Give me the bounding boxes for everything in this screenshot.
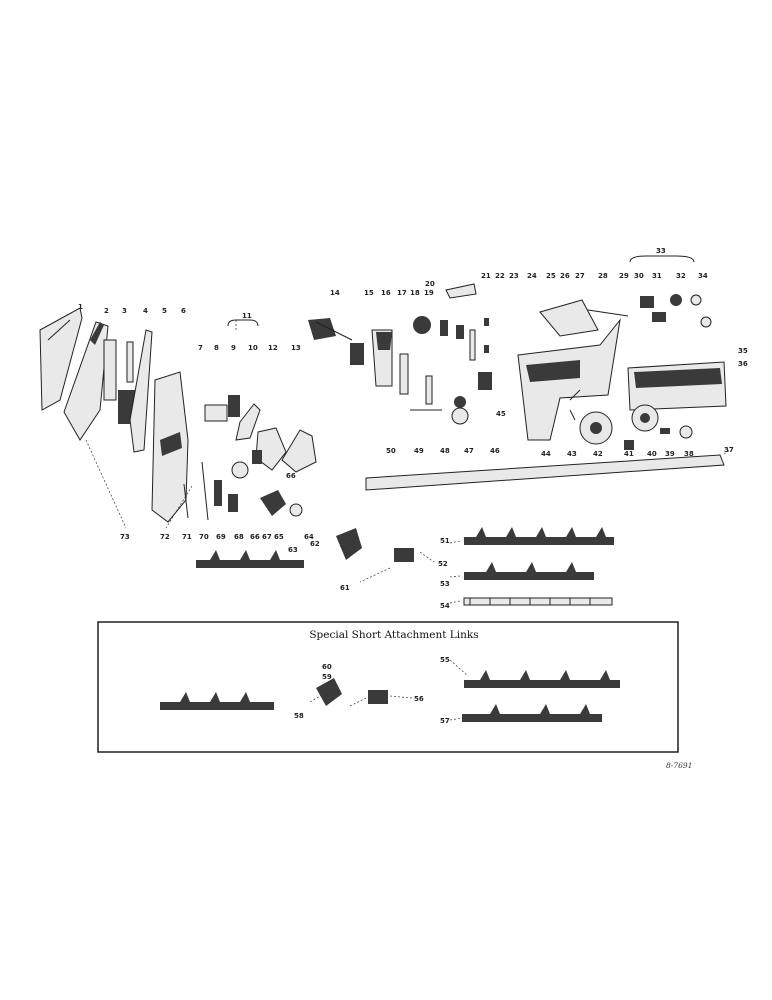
callout-label: 66 [286, 472, 296, 480]
callout-label: 4 [143, 307, 148, 315]
callout-label: 41 [624, 450, 634, 458]
callout-label: 60 [322, 663, 332, 671]
callout-label: 21 [481, 272, 491, 280]
callout-label: 47 [464, 447, 474, 455]
callout-label: 40 [647, 450, 657, 458]
callout-label: 64 [304, 533, 314, 541]
callout-label: 18 [410, 289, 420, 297]
callout-label: 8 [214, 344, 219, 352]
callout-label: 2 [104, 307, 109, 315]
callout-label: 66 [250, 533, 260, 541]
callout-label: 10 [248, 344, 258, 352]
callout-labels: 1 2 3 4 5 6 7 8 9 10 11 12 13 14 15 16 1… [78, 247, 748, 610]
callout-label: 63 [288, 546, 298, 554]
callout-label: 44 [541, 450, 551, 458]
callout-label: 38 [684, 450, 694, 458]
right-housing-parts [365, 294, 727, 491]
callout-label: 45 [496, 410, 506, 418]
callout-label: 19 [424, 289, 434, 297]
callout-label: 28 [598, 272, 608, 280]
callout-label: 67 [262, 533, 272, 541]
callout-label: 15 [364, 289, 374, 297]
callout-label: 52 [438, 560, 448, 568]
callout-label: 54 [440, 602, 450, 610]
callout-label: 14 [330, 289, 340, 297]
callout-label: 61 [340, 584, 350, 592]
callout-label: 5 [162, 307, 167, 315]
left-frame-parts [39, 307, 317, 523]
callout-label: 25 [546, 272, 556, 280]
callout-label: 70 [199, 533, 209, 541]
inset-panel: Special Short Attachment Links 60 59 58 … [97, 621, 679, 753]
callout-label: 6 [181, 307, 186, 315]
callout-label: 13 [291, 344, 301, 352]
callout-label: 26 [560, 272, 570, 280]
callout-label: 42 [593, 450, 603, 458]
callout-label: 16 [381, 289, 391, 297]
chain-63 [196, 550, 304, 568]
callout-label: 30 [634, 272, 644, 280]
callout-label: 50 [386, 447, 396, 455]
callout-label: 53 [440, 580, 450, 588]
chain-54 [463, 597, 613, 606]
bottom-left-parts [183, 461, 303, 521]
callout-label: 57 [440, 717, 450, 725]
callout-label: 49 [414, 447, 424, 455]
callout-label: 29 [619, 272, 629, 280]
callout-label: 24 [527, 272, 537, 280]
callout-label: 46 [490, 447, 500, 455]
callout-label: 34 [698, 272, 708, 280]
callout-label: 73 [120, 533, 130, 541]
callout-label: 72 [160, 533, 170, 541]
callout-label: 69 [216, 533, 226, 541]
callout-label: 20 [425, 280, 435, 288]
callout-label: 71 [182, 533, 192, 541]
callout-label: 48 [440, 447, 450, 455]
callout-label: 12 [268, 344, 278, 352]
callout-label: 43 [567, 450, 577, 458]
inset-title: Special Short Attachment Links [309, 629, 478, 641]
chain-53 [464, 562, 594, 580]
callout-label: 9 [231, 344, 236, 352]
callout-label: 39 [665, 450, 675, 458]
callout-label: 68 [234, 533, 244, 541]
callout-label: 65 [274, 533, 284, 541]
callout-label: 58 [294, 712, 304, 720]
callout-label: 51 [440, 537, 450, 545]
chain-51 [464, 527, 614, 545]
callout-label: 31 [652, 272, 662, 280]
drawing-number: 8-7691 [666, 761, 692, 770]
callout-label: 7 [198, 344, 203, 352]
callout-label: 55 [440, 656, 450, 664]
callout-label: 62 [310, 540, 320, 548]
callout-label: 11 [242, 312, 252, 320]
callout-label: 22 [495, 272, 505, 280]
callout-label: 1 [78, 303, 83, 311]
callout-label: 3 [122, 307, 127, 315]
callout-label: 59 [322, 673, 332, 681]
leader-lines [85, 255, 731, 721]
callout-label: 17 [397, 289, 407, 297]
callout-label: 23 [509, 272, 519, 280]
callout-label: 36 [738, 360, 748, 368]
callout-label: 32 [676, 272, 686, 280]
callout-label: 56 [414, 695, 424, 703]
callout-label: 33 [656, 247, 666, 255]
callout-label: 37 [724, 446, 734, 454]
center-parts [308, 283, 492, 425]
callout-label: 27 [575, 272, 585, 280]
chains [196, 527, 614, 606]
callout-label: 35 [738, 347, 748, 355]
